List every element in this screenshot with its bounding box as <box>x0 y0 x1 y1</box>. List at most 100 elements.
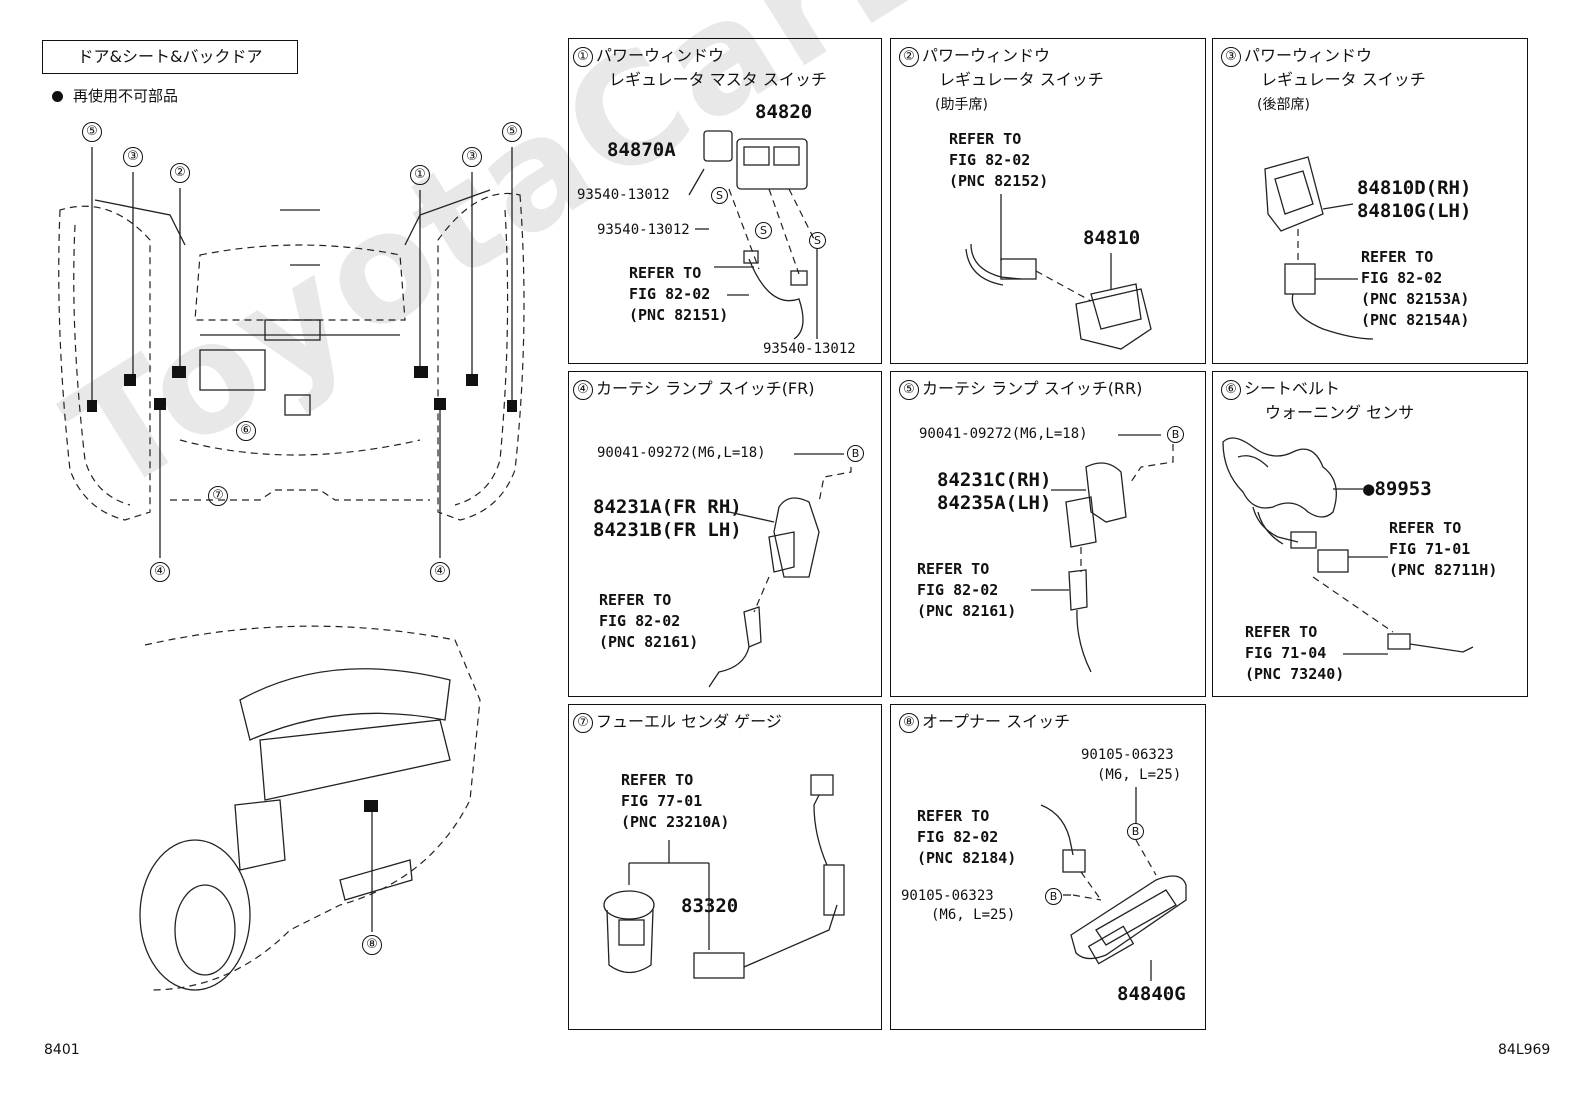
refer-line: FIG 82-02 <box>917 828 999 846</box>
refer-line: REFER TO <box>599 591 672 609</box>
callout-1: ① <box>410 165 430 185</box>
refer-line: FIG 82-02 <box>1361 269 1443 287</box>
b-tag-icon: B <box>1127 823 1144 840</box>
master-switch-drawing <box>688 130 818 340</box>
refer-line: REFER TO <box>1361 248 1434 266</box>
refer-line: FIG 82-02 <box>599 612 681 630</box>
refer-line: REFER TO <box>917 560 990 578</box>
refer-line: REFER TO <box>917 807 990 825</box>
small-part-number: 93540-13012 <box>597 222 690 238</box>
courtesy-fr-drawing <box>708 453 852 688</box>
refer-line: FIG 82-02 <box>629 285 711 303</box>
panel-number: ⑧ <box>899 713 919 733</box>
s-tag-icon: S <box>755 222 772 239</box>
refer-line: FIG 71-01 <box>1389 540 1471 558</box>
refer-block: REFER TO FIG 82-02 (PNC 82161) <box>917 559 1016 622</box>
small-part-number: 90041-09272(M6,L=18) <box>919 426 1088 442</box>
legend-text: 再使用不可部品 <box>73 87 179 105</box>
part-number: 84810G(LH) <box>1357 200 1472 222</box>
refer-line: (PNC 82184) <box>917 849 1017 867</box>
panel-title-line: パワーウィンドウ <box>1244 46 1373 65</box>
callout-3-left: ③ <box>123 147 143 167</box>
part-number: 84810 <box>1083 227 1141 249</box>
panel-number: ④ <box>573 380 593 400</box>
refer-line: FIG 77-01 <box>621 792 703 810</box>
small-part-number: 90105-06323 <box>1081 747 1174 763</box>
panel-title-line: パワーウィンドウ <box>922 46 1051 65</box>
small-part-number: (M6, L=25) <box>1097 767 1182 783</box>
rear-switch-drawing <box>1264 156 1374 340</box>
refer-line: REFER TO <box>949 130 1022 148</box>
part-number: ●89953 <box>1363 478 1432 500</box>
refer-line: (PNC 82153A) <box>1361 290 1470 308</box>
panel-title-line: パワーウィンドウ <box>596 46 725 65</box>
figure-code-left: 8401 <box>44 1042 80 1058</box>
refer-block: REFER TO FIG 77-01 (PNC 23210A) <box>621 770 729 833</box>
panel-title-line: フューエル センダ ゲージ <box>596 712 782 731</box>
panel-title-line: シートベルト <box>1244 379 1341 398</box>
interior-overview-drawing <box>58 147 525 991</box>
panel-number: ⑤ <box>899 380 919 400</box>
part-number: 84810D(RH) <box>1357 177 1472 199</box>
panel-title-line: カーテシ ランプ スイッチ(RR) <box>922 379 1143 398</box>
refer-block: REFER TO FIG 82-02 (PNC 82152) <box>949 129 1048 192</box>
part-number: 84231B(FR LH) <box>593 519 742 541</box>
panel-number: ① <box>573 47 593 67</box>
refer-line: REFER TO <box>1389 519 1462 537</box>
s-tag-icon: S <box>711 187 728 204</box>
refer-line: (PNC 73240) <box>1245 665 1345 683</box>
part-number: 84235A(LH) <box>937 492 1052 514</box>
refer-line: (PNC 82151) <box>629 306 729 324</box>
callout-8: ⑧ <box>362 935 382 955</box>
b-tag-icon: B <box>847 445 864 462</box>
legend: 再使用不可部品 <box>52 85 178 106</box>
refer-line: (PNC 82152) <box>949 172 1049 190</box>
b-tag-icon: B <box>1167 426 1184 443</box>
callout-2: ② <box>170 163 190 183</box>
refer-block: REFER TO FIG 82-02 (PNC 82151) <box>629 263 728 326</box>
callout-5-right: ⑤ <box>502 122 522 142</box>
panel-subtitle: (後部席) <box>1257 97 1310 113</box>
callout-3-right: ③ <box>462 147 482 167</box>
refer-line: REFER TO <box>621 771 694 789</box>
panel-title-line: レギュレータ スイッチ <box>1261 70 1426 89</box>
courtesy-rr-drawing <box>1031 434 1174 673</box>
part-number: 84820 <box>755 101 813 123</box>
callout-5-left: ⑤ <box>82 122 102 142</box>
opener-switch-drawing <box>1040 787 1187 981</box>
panel-title-line: ウォーニング センサ <box>1265 403 1415 422</box>
part-number: 84870A <box>607 139 676 161</box>
small-part-number: 90041-09272(M6,L=18) <box>597 445 766 461</box>
reuse-dot-icon <box>52 91 63 102</box>
panel-number: ② <box>899 47 919 67</box>
panel-number: ⑥ <box>1221 380 1241 400</box>
panel-number: ⑦ <box>573 713 593 733</box>
s-tag-icon: S <box>809 232 826 249</box>
b-tag-icon: B <box>1045 888 1062 905</box>
callout-6: ⑥ <box>236 421 256 441</box>
part-number: 84231C(RH) <box>937 469 1052 491</box>
callout-4-left: ④ <box>150 562 170 582</box>
refer-line: (PNC 82711H) <box>1389 561 1498 579</box>
callout-7: ⑦ <box>208 486 228 506</box>
refer-line: FIG 82-02 <box>949 151 1031 169</box>
panel-title-line: レギュレータ スイッチ <box>939 70 1104 89</box>
passenger-switch-drawing <box>965 194 1152 350</box>
panel-number: ③ <box>1221 47 1241 67</box>
small-part-number: 90105-06323 <box>901 888 994 904</box>
refer-line: (PNC 82154A) <box>1361 311 1470 329</box>
refer-block: REFER TO FIG 82-02 (PNC 82153A) (PNC 821… <box>1361 247 1469 331</box>
refer-line: (PNC 23210A) <box>621 813 730 831</box>
small-part-number: (M6, L=25) <box>931 907 1016 923</box>
refer-line: FIG 82-02 <box>917 581 999 599</box>
refer-line: (PNC 82161) <box>917 602 1017 620</box>
panel-title-line: オープナー スイッチ <box>922 712 1071 731</box>
refer-block: REFER TO FIG 82-02 (PNC 82184) <box>917 806 1016 869</box>
